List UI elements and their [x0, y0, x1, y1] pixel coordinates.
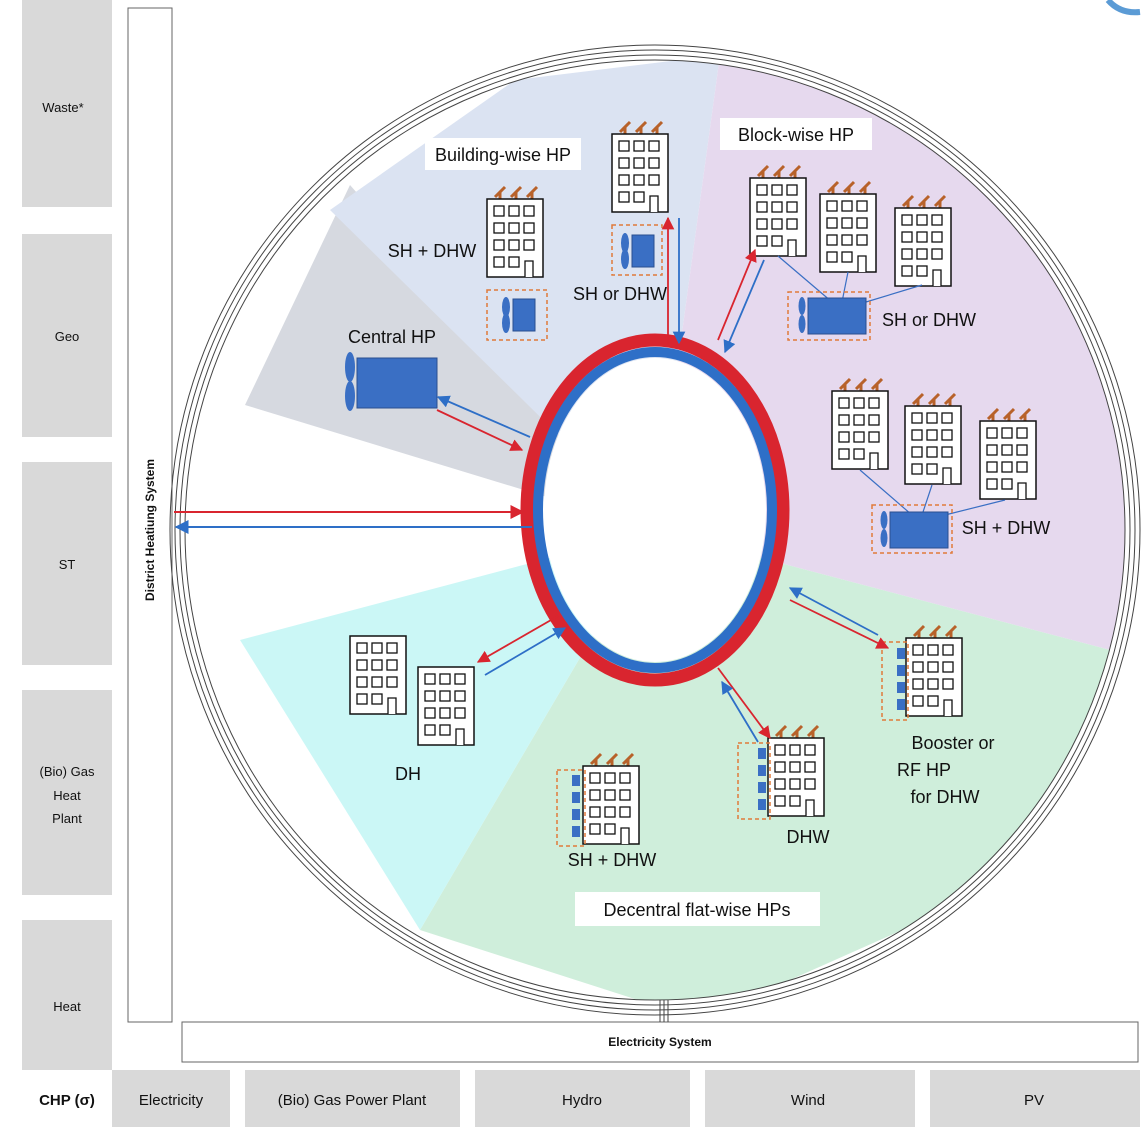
building-wise-building-1: [486, 185, 544, 278]
source-box-bio-gas-heat-plant: [22, 690, 112, 895]
building-wise-building-2: [611, 120, 669, 213]
dh-sector-supply-arrow: [476, 615, 559, 663]
central-supply-arrow: [436, 409, 524, 451]
source-box-geo: [22, 234, 112, 437]
source-heat-label: Heat: [53, 999, 81, 1014]
booster-label-line1: Booster or: [911, 733, 994, 753]
pipe-ring-supply: [520, 333, 790, 687]
pipe-ring-center: [544, 358, 766, 662]
building-wise-hp-1: [501, 296, 536, 334]
block-wise-building-3: [894, 194, 952, 287]
block-wise-lower-lines: [859, 469, 1006, 516]
source-bio-gas-heat-line1: (Bio) Gas: [40, 764, 95, 779]
building-wise-label-box: [425, 138, 581, 170]
booster-label-line2: RF HP: [897, 760, 951, 780]
district-heating-label: District Heatiung System: [143, 459, 157, 601]
block-wise-building-4: [831, 377, 889, 470]
decentral-supply-arrow: [717, 667, 771, 740]
source-st-label: ST: [59, 557, 76, 572]
block-wise-sh-or-dhw-label: SH or DHW: [882, 310, 976, 330]
block-wise-building-6: [979, 407, 1037, 500]
decentral-building-dhw: [767, 724, 825, 817]
dh-building-2: [417, 666, 475, 746]
decentral-hp-box-1: [556, 769, 586, 847]
block-wise-sh-dhw-label: SH + DHW: [962, 518, 1051, 538]
source-bio-gas-heat-line3: Plant: [52, 811, 82, 826]
block-wise-hp-box-1: [787, 291, 871, 341]
building-wise-hp-2: [620, 232, 655, 270]
block-wise-return-arrow: [723, 259, 765, 354]
block-wise-hp-1: [807, 297, 867, 335]
block-wise-upper-lines: [777, 255, 923, 303]
block-wise-building-5: [904, 392, 962, 485]
booster-label-line3: for DHW: [911, 787, 980, 807]
block-wise-label-box: [720, 118, 872, 150]
source-bio-gas-power-label: (Bio) Gas Power Plant: [278, 1092, 427, 1109]
block-wise-hp-fan-2b: [880, 529, 888, 547]
booster-hp-box: [881, 641, 909, 721]
decentral-label: Decentral flat-wise HPs: [603, 900, 790, 920]
source-box-waste: [22, 0, 112, 207]
central-return-arrow: [436, 395, 531, 438]
booster-supply-arrow: [789, 599, 890, 649]
source-box-hydro: [475, 1070, 690, 1127]
source-bio-gas-heat-line2: Heat: [53, 788, 81, 803]
dh-sector-return-arrow: [484, 627, 567, 676]
decentral-building-sh-dhw: [582, 752, 640, 845]
source-waste-label: Waste*: [42, 100, 83, 115]
source-pv-label: PV: [1024, 1092, 1044, 1109]
decentral-hp-box-2: [737, 742, 771, 820]
chp-label: CHP (σ): [39, 1092, 95, 1109]
block-wise-hp-fan-2a: [880, 511, 888, 529]
source-box-bio-gas-power: [245, 1070, 460, 1127]
decentral-label-box: [575, 892, 820, 926]
source-box-electricity: [112, 1070, 230, 1127]
dh-building-1: [349, 635, 407, 715]
central-hp-unit: [345, 352, 438, 411]
building-wise-label: Building-wise HP: [435, 145, 571, 165]
decentral-return-arrow: [721, 680, 759, 743]
electricity-system-bar: [181, 1021, 1139, 1063]
source-box-heat: [22, 920, 112, 1070]
block-wise-hp-2: [889, 511, 949, 549]
block-wise-hp-box-2: [871, 504, 953, 554]
block-wise-hp-fan-1b: [798, 315, 806, 333]
block-wise-building-1: [749, 164, 807, 257]
building-wise-sh-dhw-label: SH + DHW: [388, 241, 477, 261]
central-hp-label: Central HP: [348, 327, 436, 347]
source-box-wind: [705, 1070, 915, 1127]
source-hydro-label: Hydro: [562, 1092, 602, 1109]
source-wind-label: Wind: [791, 1092, 825, 1109]
decentral-sh-dhw-label: SH + DHW: [568, 850, 657, 870]
source-geo-label: Geo: [55, 329, 80, 344]
dh-label: DH: [395, 764, 421, 784]
electricity-system-label: Electricity System: [608, 1035, 711, 1049]
bottom-source-row: CHP (σ) Electricity (Bio) Gas Power Plan…: [39, 1070, 1140, 1127]
block-wise-label: Block-wise HP: [738, 125, 854, 145]
building-wise-sh-or-dhw-label: SH or DHW: [573, 284, 667, 304]
block-wise-supply-arrow: [717, 248, 757, 341]
left-source-column: Waste* Geo ST (Bio) Gas Heat Plant Heat: [22, 0, 112, 1070]
source-box-st: [22, 462, 112, 665]
building-wise-hp-box-2: [611, 224, 663, 276]
block-wise-building-2: [819, 180, 877, 273]
corner-arrow-fragment: [1105, 0, 1141, 16]
block-wise-hp-fan-1a: [798, 297, 806, 315]
booster-return-arrow: [788, 587, 879, 636]
source-box-pv: [930, 1070, 1140, 1127]
source-electricity-label: Electricity: [139, 1092, 204, 1109]
building-wise-hp-box-1: [486, 289, 548, 341]
pipe-ring-return: [533, 347, 777, 673]
booster-building: [905, 624, 963, 717]
decentral-dhw-label: DHW: [787, 827, 830, 847]
district-heating-bar: [127, 7, 173, 1023]
electricity-connector: [659, 1000, 669, 1022]
